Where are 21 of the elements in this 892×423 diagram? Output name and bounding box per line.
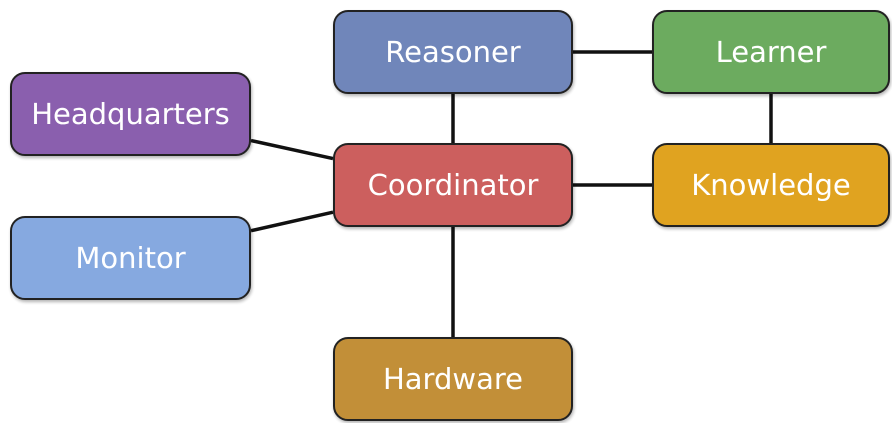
connector-line xyxy=(451,94,455,143)
process-box xyxy=(333,10,573,94)
connector-line xyxy=(250,210,334,232)
connector-line xyxy=(250,138,334,160)
process-box xyxy=(333,143,573,227)
node-label: Monitor xyxy=(75,241,186,275)
connector-line xyxy=(573,50,652,54)
connector-line xyxy=(573,183,652,187)
process-box xyxy=(10,72,251,156)
node-label: Knowledge xyxy=(691,168,851,202)
process-box xyxy=(10,216,251,300)
node-label: Headquarters xyxy=(31,97,230,131)
process-box xyxy=(333,337,573,421)
connector-line xyxy=(769,94,773,143)
process-box xyxy=(652,10,890,94)
process-box xyxy=(652,143,890,227)
connector-line xyxy=(451,227,455,337)
node-label: Learner xyxy=(716,35,826,69)
node-label: Hardware xyxy=(382,362,523,396)
node-label: Reasoner xyxy=(385,35,521,69)
node-label: Coordinator xyxy=(368,168,538,202)
